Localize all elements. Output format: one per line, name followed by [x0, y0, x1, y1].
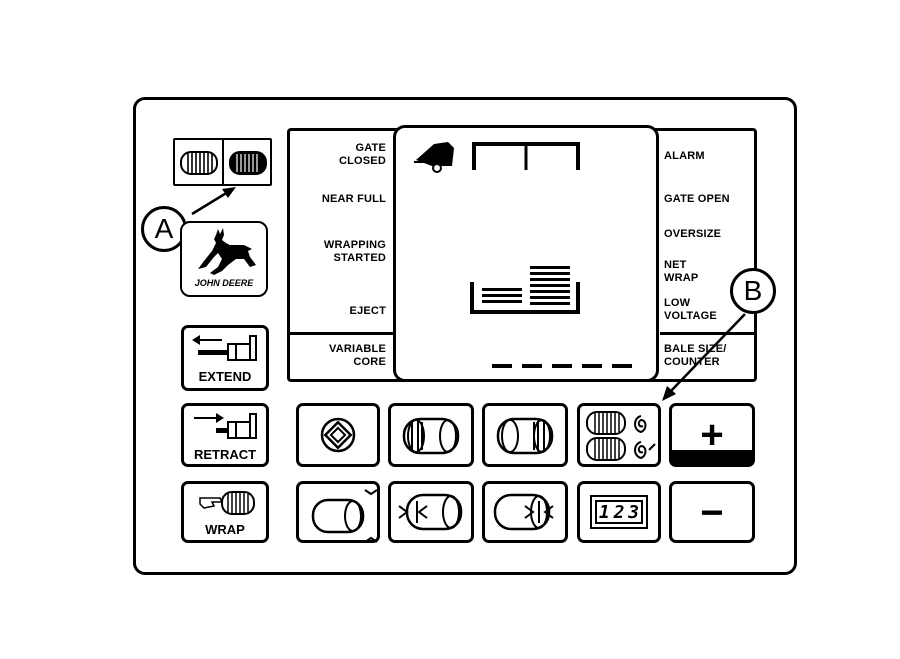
bale-roll-icon [402, 417, 460, 455]
cylinder-extend-icon [192, 335, 257, 361]
retract-label: RETRACT [193, 447, 257, 462]
counter-digit-1: 1 [598, 501, 610, 523]
counter-icon: 1 2 3 [590, 495, 648, 529]
display-divider-right [660, 332, 757, 335]
deer-logo-icon [198, 228, 256, 275]
label-oversize: OVERSIZE [664, 228, 722, 240]
baler-icon [414, 142, 454, 173]
john-deere-logo: JOHN DEERE [180, 221, 268, 297]
retract-button[interactable]: RETRACT [181, 403, 269, 467]
hand-wrap-icon [199, 491, 255, 515]
bale-full-icon [229, 151, 267, 175]
bale-large-button[interactable] [388, 403, 474, 467]
core-out-icon [493, 493, 554, 531]
minus-button[interactable]: − [669, 481, 755, 543]
counter-digit-3: 3 [628, 501, 640, 523]
lcd-screen [393, 125, 659, 382]
wrap-button[interactable]: WRAP [181, 481, 269, 543]
label-eject: EJECT [349, 305, 386, 317]
plus-bar [672, 450, 752, 464]
variable-core-icon [311, 489, 378, 543]
variable-core-button[interactable] [296, 481, 380, 543]
logo-text: JOHN DEERE [194, 278, 254, 288]
core-in-button[interactable] [388, 481, 474, 543]
bale-roll-icon-2 [496, 417, 554, 455]
cylinder-retract-icon [194, 413, 257, 439]
wrap-label: WRAP [205, 522, 245, 537]
net-wrap-button[interactable] [577, 403, 661, 467]
bale-indicator-box [173, 138, 272, 186]
callout-b: B [730, 268, 776, 314]
label-bale-size-counter: BALE SIZE/COUNTER [664, 343, 727, 368]
display-divider-left [287, 332, 397, 335]
plus-label: + [700, 413, 724, 457]
diamond-icon [320, 417, 356, 453]
core-in-icon [398, 493, 463, 531]
net-wrap-icon [586, 411, 656, 461]
counter-digit-2: 2 [613, 501, 625, 523]
menu-button[interactable] [296, 403, 380, 467]
monitor-panel [133, 97, 797, 575]
bale-small-button[interactable] [482, 403, 568, 467]
bale-chamber-bottom [470, 266, 580, 314]
label-alarm: ALARM [664, 150, 705, 162]
extend-button[interactable]: EXTEND [181, 325, 269, 391]
bale-chamber-top [472, 142, 580, 170]
core-out-button[interactable] [482, 481, 568, 543]
minus-label: − [700, 491, 724, 535]
bale-icon [180, 151, 218, 175]
bale-size-segments [492, 364, 632, 368]
plus-button[interactable]: + [669, 403, 755, 467]
label-gate-open: GATE OPEN [664, 193, 730, 205]
counter-button[interactable]: 1 2 3 [577, 481, 661, 543]
label-near-full: NEAR FULL [321, 193, 386, 205]
extend-label: EXTEND [198, 369, 252, 384]
